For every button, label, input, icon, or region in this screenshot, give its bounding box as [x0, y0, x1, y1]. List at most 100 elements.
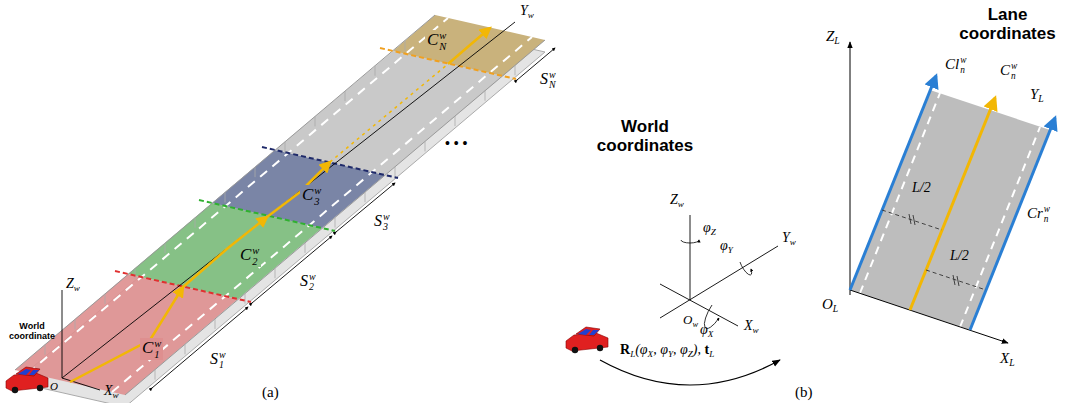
lane-edge-label: Clwn — [945, 56, 966, 76]
origin-label: OL — [822, 296, 838, 315]
road-tick — [195, 218, 196, 228]
lane-center-label: Cwn — [1000, 62, 1017, 82]
rotation-label: φZ — [703, 220, 716, 237]
segment-length: Sw2 — [300, 272, 316, 293]
rotation-label: φX — [700, 322, 713, 339]
subscript: n — [960, 66, 966, 76]
superscript: w — [314, 185, 321, 196]
road-tick — [375, 66, 376, 76]
subscript: Z — [688, 349, 693, 359]
road-tick — [155, 370, 156, 380]
label-text: (b) — [795, 384, 813, 400]
segment-center: CwN — [425, 30, 448, 52]
road-tick — [305, 243, 306, 253]
superscript: w — [252, 245, 259, 256]
label-text: Lane coordinates — [959, 5, 1055, 43]
panel-label: (a) — [262, 384, 279, 401]
label-text: O — [50, 380, 58, 392]
subscript: L — [1038, 93, 1043, 104]
superscript: w — [309, 272, 316, 282]
script-stack: w2 — [252, 245, 259, 267]
label-text: Z — [670, 192, 678, 207]
road-tick — [255, 167, 256, 177]
label-text: Y — [520, 3, 528, 18]
subscript: w — [678, 199, 684, 209]
road-tick — [405, 40, 406, 50]
road-tick — [75, 319, 76, 329]
script-stack: wN — [549, 70, 556, 91]
subscript: L — [833, 303, 838, 314]
lane-edge-label: Crwn — [1027, 205, 1050, 225]
label-text: World coordinates — [597, 117, 693, 155]
subscript: n — [1044, 215, 1050, 225]
subscript: 1 — [219, 360, 226, 370]
label-text: C — [427, 30, 438, 49]
superscript: w — [219, 350, 226, 360]
label-text: World coordinate — [9, 321, 55, 341]
subscript: N — [439, 41, 446, 52]
label-text: Z — [826, 28, 834, 44]
script-stack: w1 — [154, 338, 161, 360]
subscript: L — [1009, 357, 1014, 368]
superscript: w — [1011, 62, 1017, 72]
subscript: L — [834, 35, 839, 46]
label-text: , φ — [673, 342, 688, 357]
script-stack: w3 — [314, 185, 321, 207]
road-tick — [215, 319, 216, 329]
half-width-label: L/2 — [912, 180, 931, 195]
subscript: Z — [711, 227, 716, 237]
subscript: Y — [728, 245, 733, 255]
segment-center: Cw2 — [238, 245, 261, 267]
axis-label: Zw — [670, 192, 684, 209]
road-tick — [105, 294, 106, 304]
label-text: L/2 — [912, 180, 931, 195]
subscript: X — [708, 329, 714, 339]
bold-symbol: t — [704, 342, 709, 357]
label-text: C — [142, 338, 153, 357]
subscript: L — [709, 349, 714, 359]
script-stack: wn — [1011, 62, 1017, 82]
road-tick — [515, 65, 516, 75]
script-stack: w3 — [383, 212, 390, 233]
superscript: w — [154, 338, 161, 349]
panel-title: World coordinates — [590, 118, 700, 155]
road-tick — [135, 269, 136, 279]
axis-label: Yw — [782, 230, 796, 247]
transform-label: RL(φX, φY, φZ), tL — [620, 342, 714, 359]
road-tick — [335, 218, 336, 228]
label-text: φ — [703, 220, 711, 235]
road-tick — [45, 345, 46, 355]
script-stack: wn — [1044, 205, 1050, 225]
subscript: N — [549, 80, 556, 90]
subscript: 2 — [252, 256, 259, 267]
axis-label: Xw — [744, 318, 759, 335]
half-width-label: L/2 — [950, 248, 969, 263]
label-text: O — [683, 312, 692, 327]
road-tick — [165, 243, 166, 253]
panel-label: (b) — [795, 384, 813, 401]
subscript: Y — [668, 349, 673, 359]
label-text: S — [540, 70, 548, 87]
label-text: S — [300, 272, 308, 289]
rotation-label: φY — [720, 238, 733, 255]
road-tick — [485, 91, 486, 101]
road-tick — [275, 268, 276, 278]
axis-caption: World coordinate — [4, 322, 60, 342]
subscript: L — [630, 349, 635, 359]
label-text: X — [1000, 350, 1009, 366]
road-tick — [365, 192, 366, 202]
label-text: O — [822, 296, 833, 312]
road-tick — [395, 167, 396, 177]
script-stack: w2 — [309, 272, 316, 293]
subscript: w — [790, 237, 796, 247]
road-tick — [425, 141, 426, 151]
superscript: w — [960, 56, 966, 66]
script-stack: w1 — [219, 350, 226, 371]
label-text: Y — [782, 230, 790, 245]
ellipsis: • • • — [445, 136, 467, 151]
superscript: w — [1044, 205, 1050, 215]
label-text: C — [240, 245, 251, 264]
label-text: φ — [700, 322, 708, 337]
subscript: w — [74, 283, 80, 293]
axis-label: Zw — [66, 276, 80, 293]
